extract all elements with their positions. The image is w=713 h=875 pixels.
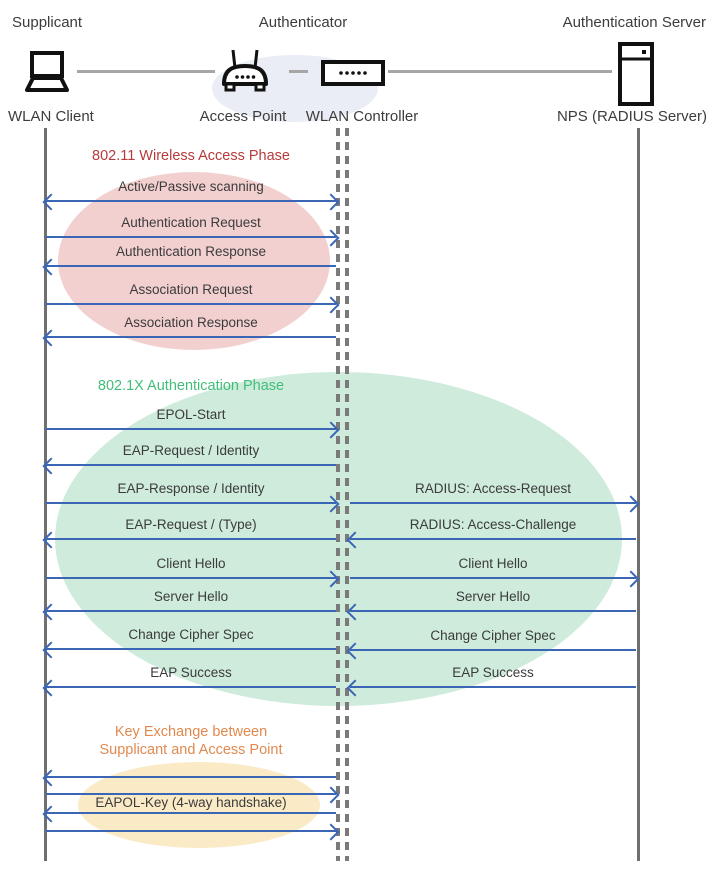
message-arrow-right: [46, 823, 340, 841]
message-label: Change Cipher Spec: [128, 627, 254, 642]
message-arrow-left: [42, 603, 336, 621]
message-label: EAP-Request / Identity: [122, 443, 260, 458]
message-arrow-right: [350, 570, 640, 588]
phase-title-line: 802.11 Wireless Access Phase: [92, 148, 290, 164]
laptop-icon: [18, 50, 74, 96]
message-arrow-left: [42, 769, 336, 787]
message-label: Server Hello: [455, 589, 531, 604]
phase-title-dot1x-authentication: 802.1X Authentication Phase: [46, 377, 336, 395]
lifeline-authenticator-dashed-1: [336, 128, 340, 861]
message-arrow-left: [42, 329, 336, 347]
phase-title-line: Key Exchange between: [114, 724, 268, 740]
wlan-controller-icon: [321, 60, 385, 86]
device-access-point: Access Point: [199, 108, 287, 125]
lifeline-radius-server: [637, 128, 640, 861]
phase-title-line: Supplicant and Access Point: [99, 742, 283, 758]
device-nps-radius-server: NPS (RADIUS Server): [556, 108, 707, 125]
message-label: RADIUS: Access-Challenge: [409, 517, 577, 532]
message-label: RADIUS: Access-Request: [414, 481, 572, 496]
message-arrow-left: [42, 679, 336, 697]
role-authenticator: Authenticator: [258, 14, 348, 31]
message-arrow-left: [42, 531, 336, 549]
connector-client-ap: [77, 70, 215, 73]
phase-title-key-exchange: Key Exchange between Supplicant and Acce…: [46, 723, 336, 759]
message-label: Association Request: [129, 282, 253, 297]
message-label: Client Hello: [458, 556, 528, 571]
message-arrow-right: [46, 421, 340, 439]
role-supplicant: Supplicant: [12, 14, 83, 31]
connector-ap-controller-dash: [289, 70, 308, 73]
message-label: Change Cipher Spec: [430, 628, 556, 643]
message-arrow-both: [42, 193, 340, 211]
message-arrow-left: [42, 805, 336, 823]
message-arrow-right: [46, 570, 340, 588]
message-label: Active/Passive scanning: [118, 179, 264, 194]
phase-title-line: 802.1X Authentication Phase: [97, 378, 285, 394]
message-arrow-left: [346, 679, 636, 697]
lifeline-wlan-client: [44, 128, 47, 861]
message-arrow-right: [46, 495, 340, 513]
message-label: Authentication Response: [115, 244, 267, 259]
lifeline-authenticator-dashed-2: [345, 128, 349, 861]
message-label: EAP-Request / (Type): [125, 517, 257, 532]
message-arrow-left: [346, 642, 636, 660]
message-arrow-right: [46, 296, 340, 314]
message-arrow-right: [46, 786, 340, 804]
message-arrow-right: [46, 229, 340, 247]
connector-controller-server: [388, 70, 612, 73]
message-arrow-left: [42, 641, 336, 659]
message-label: EAP Success: [452, 665, 534, 680]
access-point-icon: [216, 46, 274, 98]
device-wlan-client: WLAN Client: [8, 108, 94, 125]
phase-title-wireless-access: 802.11 Wireless Access Phase: [46, 147, 336, 165]
message-label: EAP-Response / Identity: [117, 481, 265, 496]
message-arrow-left: [346, 603, 636, 621]
message-arrow-left: [42, 457, 336, 475]
server-icon: [618, 42, 654, 106]
role-authentication-server: Authentication Server: [562, 14, 706, 31]
message-label: Server Hello: [153, 589, 229, 604]
message-arrow-left: [346, 531, 636, 549]
message-label: EPOL-Start: [156, 407, 226, 422]
message-arrow-left: [42, 258, 336, 276]
message-label: Authentication Request: [121, 215, 261, 230]
message-label: EAP Success: [150, 665, 232, 680]
message-label: Client Hello: [156, 556, 226, 571]
device-wlan-controller: WLAN Controller: [305, 108, 419, 125]
message-label: Association Response: [124, 315, 258, 330]
message-label: EAPOL-Key (4-way handshake): [95, 795, 287, 810]
message-arrow-right: [350, 495, 640, 513]
